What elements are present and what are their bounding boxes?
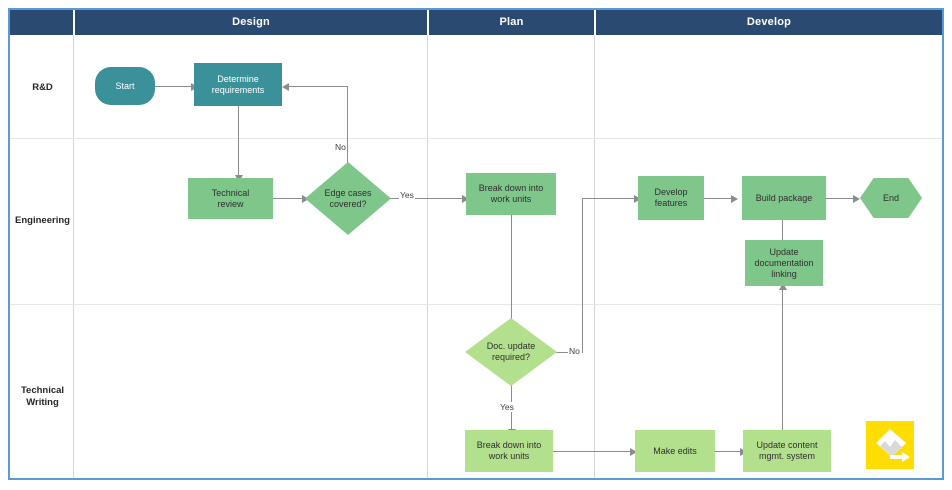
arrowhead-updatecms-to-updatedoclink (778, 283, 787, 290)
node-update-content-mgmt-system-line1: Update content (756, 440, 818, 450)
node-develop-features-line1: Develop (654, 187, 688, 197)
phase-header-band (10, 10, 942, 35)
arrowhead-breakdown2-to-makeedits (630, 447, 637, 456)
connector-no-vertical (347, 86, 349, 179)
node-update-documentation-linking-line2: documentation (754, 257, 814, 268)
lane-label-rnd[interactable]: R&D (32, 82, 53, 93)
grid-vline-2 (427, 35, 428, 478)
diamond-arrow-icon (876, 429, 910, 462)
node-update-content-mgmt-system-line2: mgmt. system (758, 451, 815, 461)
node-update-documentation-linking-line3: linking (771, 268, 797, 279)
connector-yes-to-breakdown1 (390, 198, 465, 200)
node-develop-features-line2: features (654, 198, 688, 208)
header-separator-2 (427, 10, 429, 35)
node-edge-cases-covered-line2: covered? (329, 198, 367, 209)
connector-start-to-determine (154, 86, 194, 88)
node-break-down-work-units-techwriting-line2: work units (488, 451, 530, 461)
node-determine-requirements-line2: requirements (211, 84, 265, 95)
connector-makeedits-to-updatecms (715, 451, 743, 453)
node-build-package[interactable]: Build package (742, 176, 826, 220)
phase-header-plan[interactable]: Plan (499, 16, 524, 28)
lane-label-technical-writing-line2: Writing (26, 397, 59, 408)
grid-vline-1 (73, 35, 74, 478)
connector-updatedoclink-to-buildpkg (782, 216, 784, 240)
node-break-down-work-units-engineering-line2: work units (490, 194, 532, 204)
edge-label-yes-edgecases: Yes (399, 190, 415, 200)
node-update-documentation-linking-line1: Update (769, 246, 799, 257)
connector-updatecms-to-updatedoclink (782, 286, 784, 438)
node-edge-cases-covered-line1: Edge cases (324, 187, 372, 198)
arrowhead-yes-to-breakdown1 (462, 194, 469, 203)
lane-label-technical-writing[interactable]: Technical Writing (10, 385, 75, 409)
connector-docupdate-no-h2 (582, 198, 637, 200)
arrowhead-no-to-determine (282, 82, 289, 91)
connector-buildpkg-to-end (826, 198, 856, 200)
phase-header-develop[interactable]: Develop (746, 16, 792, 28)
node-break-down-work-units-engineering-line1: Break down into (478, 183, 544, 193)
grid-vline-3 (594, 35, 595, 478)
edge-label-no-docupdate: No (568, 346, 581, 356)
diagram-frame: Design Plan Develop R&D Engineering Tech… (8, 8, 944, 480)
connector-breakdown2-to-makeedits (553, 451, 633, 453)
node-break-down-work-units-techwriting[interactable]: Break down into work units (465, 430, 553, 472)
edge-label-no-edgecases: No (334, 142, 347, 152)
node-doc-update-required-line2: required? (491, 352, 530, 362)
connector-determine-to-techreview (238, 106, 240, 180)
connector-docupdate-no-h1 (551, 352, 575, 354)
node-make-edits[interactable]: Make edits (635, 430, 715, 472)
connector-techreview-to-edgecases (273, 198, 305, 200)
node-develop-features[interactable]: Develop features (638, 176, 704, 220)
node-break-down-work-units-engineering[interactable]: Break down into work units (466, 173, 556, 215)
node-break-down-work-units-techwriting-line1: Break down into (476, 440, 542, 450)
arrowhead-developfeat-to-buildpkg (731, 194, 738, 203)
grid-hline-2 (10, 304, 942, 305)
lane-label-engineering[interactable]: Engineering (15, 215, 70, 226)
phase-header-design[interactable]: Design (232, 16, 270, 28)
node-determine-requirements[interactable]: Determine requirements (194, 63, 282, 106)
node-doc-update-required[interactable]: Doc. update required? (465, 318, 557, 386)
connector-breakdown1-to-docupdate (511, 215, 513, 330)
node-technical-review-line2: review (217, 198, 244, 209)
arrowhead-no-to-developfeatures (634, 194, 641, 203)
diagram-export-badge[interactable] (866, 421, 914, 469)
connector-no-horizontal (288, 86, 348, 88)
node-doc-update-required-line1: Doc. update (486, 341, 536, 351)
node-technical-review-line1: Technical (211, 187, 250, 198)
edge-label-yes-docupdate: Yes (499, 402, 515, 412)
node-end[interactable]: End (860, 178, 922, 218)
node-determine-requirements-line1: Determine (217, 73, 259, 84)
arrowhead-buildpkg-to-end (853, 194, 860, 203)
connector-developfeat-to-buildpkg (704, 198, 734, 200)
grid-hline-1 (10, 138, 942, 139)
node-start[interactable]: Start (95, 67, 155, 105)
node-update-documentation-linking[interactable]: Update documentation linking (745, 240, 823, 286)
node-update-content-mgmt-system[interactable]: Update content mgmt. system (743, 430, 831, 472)
connector-docupdate-no-v (582, 198, 584, 353)
lane-label-technical-writing-line1: Technical (20, 385, 65, 396)
node-edge-cases-covered[interactable]: Edge cases covered? (305, 162, 391, 235)
header-separator-1 (73, 10, 75, 35)
header-separator-3 (594, 10, 596, 35)
node-technical-review[interactable]: Technical review (188, 178, 273, 219)
